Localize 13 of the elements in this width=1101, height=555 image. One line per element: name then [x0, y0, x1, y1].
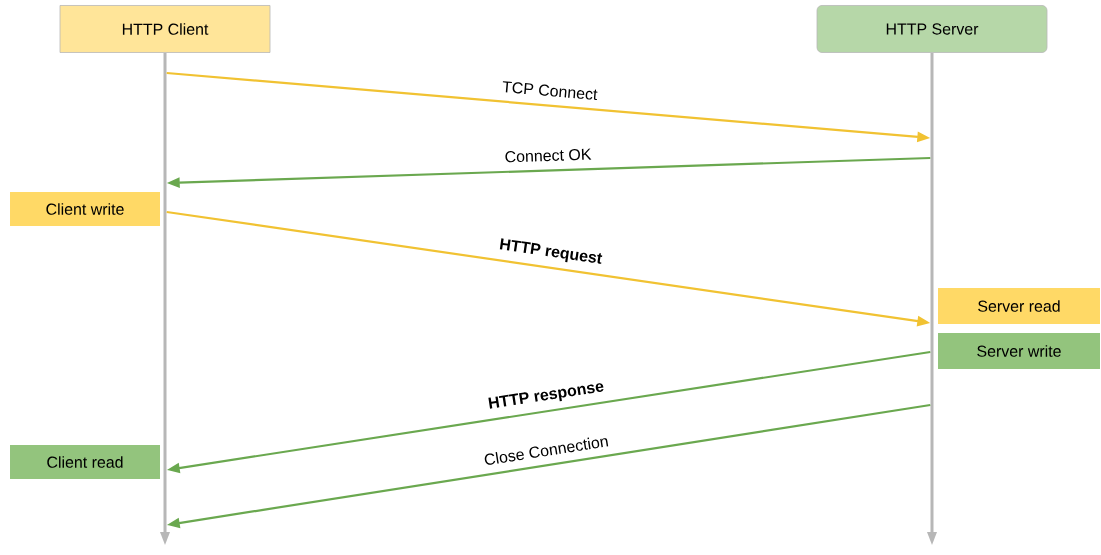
event-box: Client write: [10, 192, 160, 226]
event-box: Server read: [938, 288, 1100, 324]
edge-label: HTTP request: [499, 238, 603, 264]
edge-label: Close Connection: [484, 437, 609, 465]
lifeline: [927, 53, 937, 545]
event-box: Client read: [10, 445, 160, 479]
participant-box: HTTP Client: [59, 5, 271, 53]
event-box: Server write: [938, 333, 1100, 369]
participant-box: HTTP Server: [816, 5, 1048, 53]
edge-label: HTTP response: [488, 383, 604, 409]
edge-label: Connect OK: [505, 148, 592, 163]
lifeline: [160, 53, 170, 545]
edge-label: TCP Connect: [502, 81, 598, 101]
